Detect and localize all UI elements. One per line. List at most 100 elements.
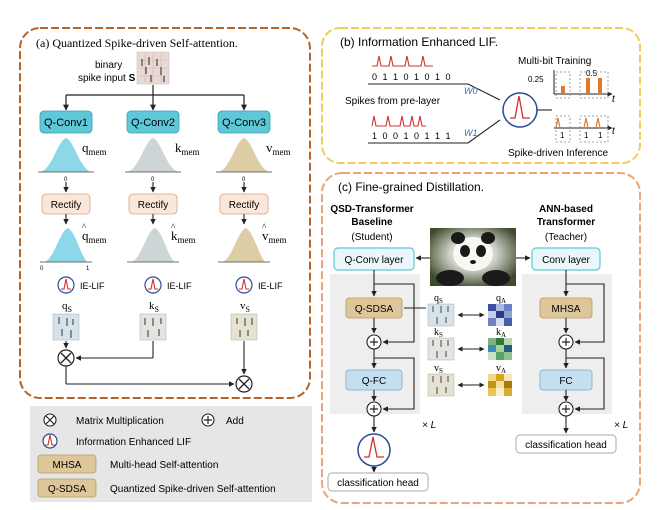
legend-matmul-label: Matrix Multiplication	[76, 416, 164, 427]
legend-mhsa-box	[37, 454, 97, 474]
k-mem-label: kmem	[175, 140, 200, 157]
q-ielif-label: IE-LIF	[80, 281, 105, 291]
student-head-label: classification head	[337, 478, 419, 489]
q-hat-curve	[44, 228, 88, 262]
svg-text:kS: kS	[434, 327, 443, 339]
panel-c-title: (c) Fine-grained Distillation.	[338, 180, 484, 194]
k-conv-label: Q-Conv2	[131, 117, 175, 129]
panel-a-title: (a) Quantized Spike-driven Self-attentio…	[36, 36, 238, 50]
svg-text:qS: qS	[434, 293, 443, 305]
panel-a-border	[19, 27, 311, 399]
v-axis-zero: 0	[242, 177, 246, 183]
student-q-feat: qS	[427, 293, 455, 327]
top-line	[368, 83, 501, 101]
v-spike-grid	[230, 313, 258, 341]
legend-qsdsa-box	[37, 478, 97, 498]
input-symbol: S	[129, 73, 136, 84]
pre-layer-label: Spikes from pre-layer	[345, 96, 441, 107]
legend-qsdsa-box-label: Q-SDSA	[48, 484, 87, 495]
student-add-icon-1	[366, 334, 382, 350]
spike-row-top: 0 1 1 0 1 0 1 0	[372, 72, 452, 82]
student-attn-label: Q-SDSA	[355, 304, 394, 315]
teacher-role: (Teacher)	[545, 232, 587, 243]
v-conv-box	[217, 110, 271, 134]
multibit-label: Multi-bit Training	[518, 56, 591, 67]
q-axis-zero-2: 0	[40, 266, 44, 272]
svg-text:^: ^	[262, 222, 267, 232]
spike-row-bottom: 1 0 0 1 0 1 1 1	[372, 131, 452, 141]
q-axis-zero: 0	[64, 177, 68, 183]
k-spike-label: kS	[149, 300, 159, 314]
k-axis-zero: 0	[151, 177, 155, 183]
panel-b-border	[321, 27, 641, 164]
v-conv-label: Q-Conv3	[222, 117, 266, 129]
add-legend-icon	[201, 413, 215, 427]
svg-text:vA: vA	[496, 363, 506, 375]
svg-text:kA: kA	[496, 327, 506, 339]
spike-train-bottom	[371, 115, 426, 127]
k-rectify-label: Rectify	[138, 200, 169, 211]
panel-b: (b) Information Enhanced LIF. 0 1 1 0 1 …	[321, 27, 641, 164]
q-mem-curve	[40, 138, 92, 172]
train-bar-3	[598, 78, 602, 94]
column-v: Q-Conv3 vmem 0 Rectify vmem ^ IE-LIF vS	[216, 110, 291, 341]
q-hat-label: qmem	[82, 228, 107, 245]
svg-text:^: ^	[171, 222, 176, 232]
legend-ielif-label: Information Enhanced LIF	[76, 437, 191, 448]
matmul-legend-icon	[43, 413, 57, 427]
panel-c-border	[321, 172, 641, 504]
q-conv-label: Q-Conv1	[44, 117, 88, 129]
w1-label: W1	[464, 128, 478, 138]
teacher-q-feat: qA	[488, 293, 512, 326]
infer-bit-1: 1	[560, 131, 565, 140]
legend: Matrix Multiplication Add Information En…	[30, 406, 312, 502]
teacher-times-L: × L	[614, 420, 628, 431]
input-label-1: binary	[95, 60, 122, 71]
teacher-conv-label: Conv layer	[542, 255, 590, 266]
student-add-icon-2	[366, 401, 382, 417]
legend-mhsa-box-label: MHSA	[53, 460, 82, 471]
v-mem-curve	[218, 138, 270, 172]
v-mem-label: vmem	[266, 140, 291, 157]
train-bar-2	[586, 78, 590, 94]
input-label-2: spike input S	[78, 73, 136, 84]
matmul-icon-1	[57, 349, 75, 367]
k-mem-curve	[127, 138, 179, 172]
val-025: 0.25	[528, 75, 544, 84]
student-times-L: × L	[422, 420, 436, 431]
t-label-bottom: t	[612, 126, 616, 137]
student-fc-label: Q-FC	[362, 376, 386, 387]
teacher-fc-label: FC	[559, 376, 572, 387]
matmul-icon-2	[235, 375, 253, 393]
teacher-head-label: classification head	[525, 440, 607, 451]
v-hat-curve	[222, 228, 266, 262]
column-k: Q-Conv2 kmem 0 Rectify kmem ^ IE-LIF kS	[125, 110, 200, 341]
bottom-line	[368, 119, 501, 144]
spike-input-grid	[136, 51, 170, 85]
panda-image	[430, 228, 516, 286]
teacher-title-2: Transformer	[537, 217, 595, 228]
k-conv-box	[126, 110, 180, 134]
k-hat-label: kmem	[171, 228, 196, 245]
svg-text:qA: qA	[496, 293, 506, 305]
v-spike-label: vS	[240, 300, 250, 314]
teacher-title-1: ANN-based	[539, 204, 593, 215]
panel-c: (c) Fine-grained Distillation. QSD-Trans…	[321, 172, 641, 504]
panel-a: (a) Quantized Spike-driven Self-attentio…	[19, 27, 311, 399]
q-rectify-label: Rectify	[51, 200, 82, 211]
student-conv-label: Q-Conv layer	[345, 255, 405, 266]
teacher-head-box	[515, 434, 617, 454]
w0-label: W0	[464, 86, 478, 96]
legend-add-label: Add	[226, 416, 244, 427]
q-conv-box	[39, 110, 93, 134]
panel-b-title: (b) Information Enhanced LIF.	[340, 35, 498, 49]
q-mem-label: qmem	[82, 140, 107, 157]
teacher-v-feat: vA	[488, 363, 512, 396]
q-spike-grid	[52, 313, 80, 341]
teacher-k-feat: kA	[488, 327, 512, 360]
v-hat-label: vmem	[262, 228, 287, 245]
v-rectify-label: Rectify	[229, 200, 260, 211]
student-v-feat: vS	[427, 363, 455, 397]
student-head-box	[327, 472, 429, 492]
student-k-feat: kS	[427, 327, 455, 361]
